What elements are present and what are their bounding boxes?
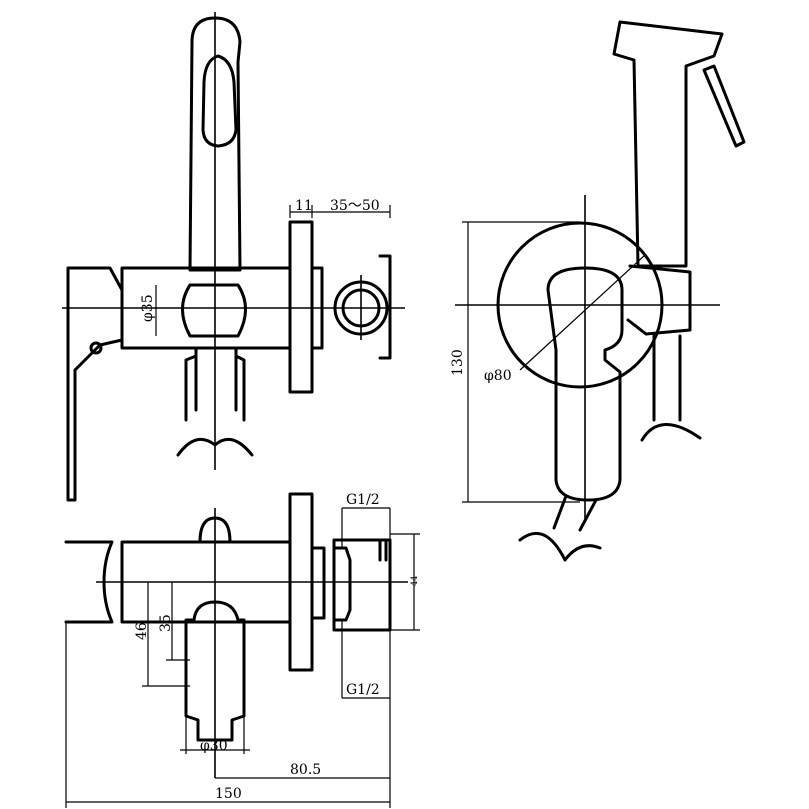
dim-80-5: 80.5	[290, 762, 321, 778]
hand-shower-head	[612, 20, 724, 268]
cartridge	[181, 283, 247, 338]
side-view: φ80 130	[450, 20, 746, 562]
diverter-knob	[66, 266, 124, 502]
dim-phi80: φ80	[484, 368, 512, 384]
dim-g12-bottom: G1/2	[346, 682, 380, 698]
dim-g12-top: G1/2	[346, 492, 380, 508]
knob-pin	[89, 341, 103, 355]
dim-phi35: φ35	[140, 294, 156, 322]
dim-46: 46	[134, 622, 150, 640]
dim-phi30: φ30	[200, 738, 228, 754]
outlet-tube	[518, 494, 602, 562]
top-flange-step	[310, 546, 326, 620]
holder-bracket	[378, 254, 392, 360]
block-notch	[378, 538, 388, 562]
dim-35: 35	[158, 614, 174, 632]
dim-35-50: 35～50	[330, 198, 380, 214]
mounting-block	[332, 538, 392, 632]
dim-11: 11	[295, 198, 313, 214]
dim-130: 130	[450, 349, 466, 376]
dim-44: 44	[410, 576, 419, 586]
top-outlet	[184, 600, 246, 742]
wall-flange	[288, 220, 314, 394]
outlet	[184, 346, 246, 422]
front-view: 11 35～50 φ35	[62, 12, 405, 502]
hose	[640, 334, 702, 442]
lever-grip	[201, 54, 238, 148]
dim-150: 150	[215, 786, 242, 802]
shower-trigger	[702, 64, 746, 148]
lever-handle	[188, 16, 242, 272]
hose-holder	[626, 264, 692, 336]
top-view: G1/2 G1/2 44 46 35 φ30 80.5 150	[64, 492, 420, 808]
